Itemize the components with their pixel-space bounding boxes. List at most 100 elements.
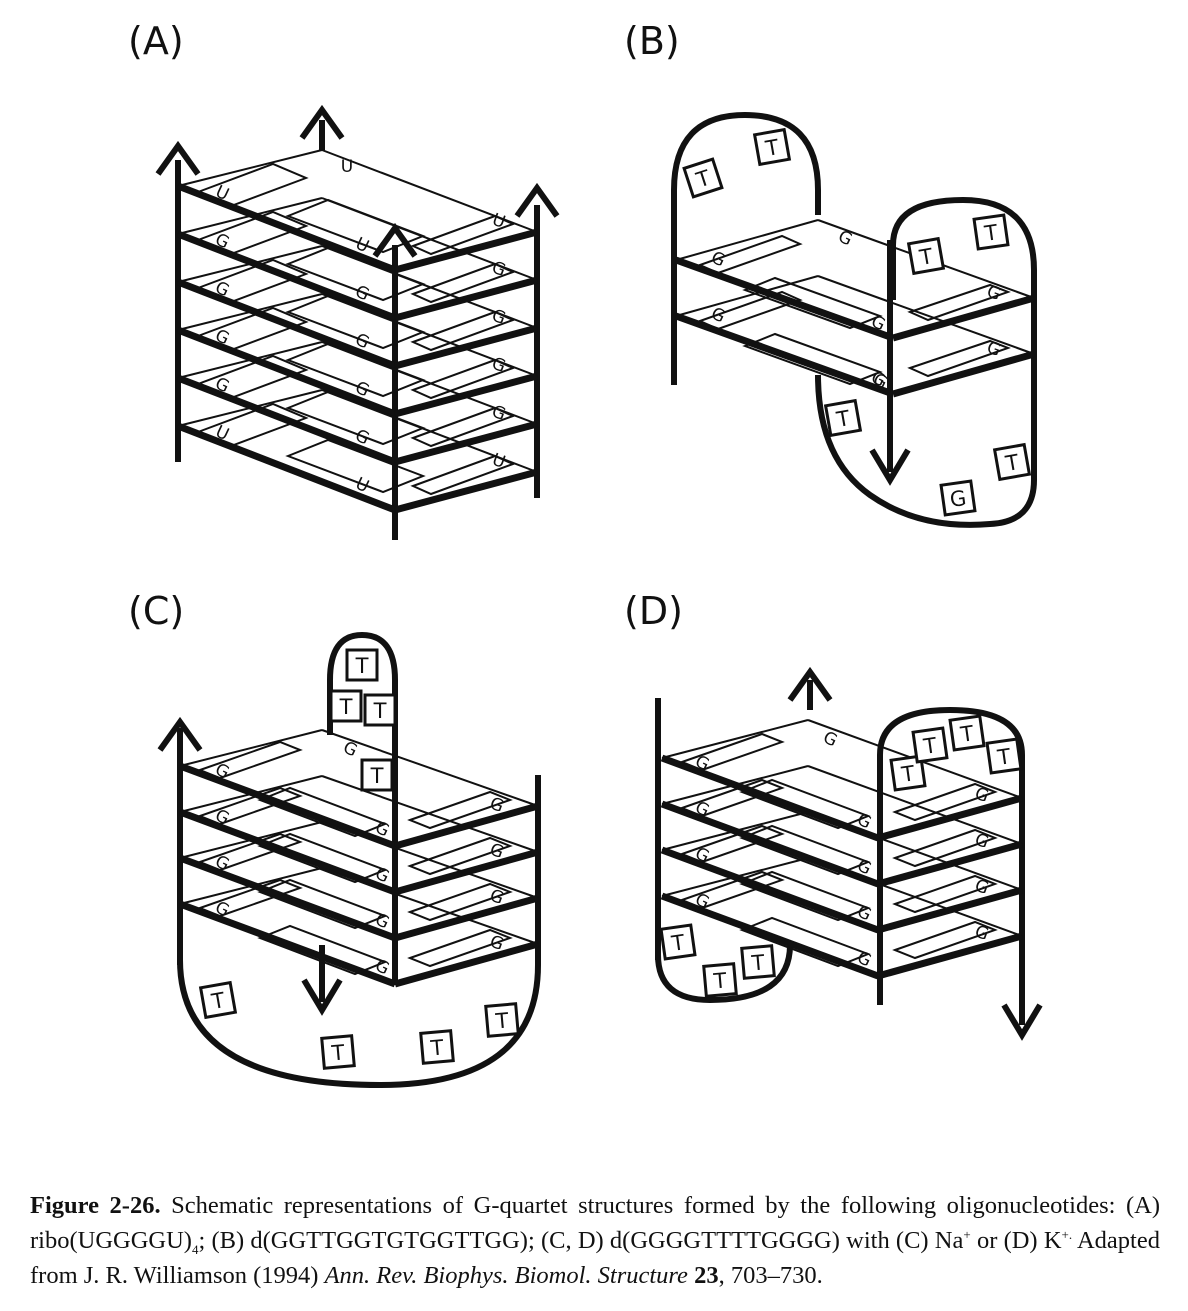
base-box: T (320, 1034, 356, 1070)
base-plate (195, 402, 309, 448)
base-box-letter: T (355, 654, 369, 678)
base-plate (410, 214, 516, 256)
base-plate (410, 454, 516, 496)
layer-front-left-edge (660, 892, 880, 980)
base-plate (679, 732, 785, 772)
base-box-frame (329, 689, 363, 723)
base-box-frame (992, 442, 1032, 482)
layer-back-edge (807, 811, 1023, 891)
base-box: T (948, 714, 986, 752)
base-box-letter: T (982, 220, 999, 246)
layer-back-edge (179, 867, 323, 905)
base-plate (257, 786, 388, 838)
layer-front-left-edge (176, 278, 397, 370)
base-plate (195, 162, 309, 208)
base-label: G (984, 282, 1003, 305)
journal-name: Ann. Rev. Biophys. Biomol. Structure (324, 1262, 688, 1289)
base-box-letter: T (958, 721, 975, 747)
caption-text-2: ; (B) d(GGTTGGTGTGGTTGG); (C, D) d(GGGGT… (198, 1227, 964, 1254)
base-plate (407, 790, 513, 830)
base-box-letter: T (834, 406, 852, 432)
layer-front-right-edge (892, 350, 1035, 398)
layer-front-right-edge (394, 372, 538, 418)
layer-back-edge (321, 775, 539, 853)
base-plate (197, 832, 303, 872)
base-box-letter: T (339, 695, 353, 719)
layer-back-edge (177, 149, 323, 187)
base-plate (697, 234, 803, 275)
arrow-up-icon (299, 104, 345, 140)
layer-back-edge (179, 775, 323, 813)
layer-back-edge (177, 293, 323, 331)
base-plate (195, 306, 309, 352)
base-box: T (992, 442, 1032, 482)
layer-back-edge (177, 245, 323, 283)
layer-front-left-edge (178, 854, 397, 942)
base-label: G (489, 306, 508, 329)
base-plate (257, 878, 388, 930)
layer-back-edge (661, 811, 809, 851)
quartet-layer-a: GGG (176, 197, 538, 322)
base-plate (285, 438, 426, 494)
base-plate (410, 262, 516, 304)
loop-top (327, 631, 398, 985)
figure-label: Figure 2-26. (30, 1192, 161, 1219)
loop-bottom (177, 959, 541, 1089)
caption-text-4: Adapted from J. R. Williamson (1994) (30, 1227, 1160, 1289)
layer-front-left-edge (176, 422, 397, 514)
base-label: G (487, 886, 506, 909)
base-box: T (752, 127, 792, 167)
base-box-frame (345, 648, 379, 682)
base-label: G (489, 354, 508, 377)
base-plate (410, 358, 516, 400)
base-box-letter: T (1003, 450, 1021, 476)
base-box: T (906, 236, 946, 276)
base-plate (697, 290, 803, 331)
base-box-frame (911, 726, 949, 764)
layer-back-edge (179, 821, 323, 859)
base-plate (892, 920, 998, 960)
base-plate (195, 354, 309, 400)
base-box: T (682, 157, 724, 199)
base-box-letter: T (209, 988, 227, 1014)
base-box-letter: T (995, 744, 1012, 770)
layer-front-left-edge (178, 762, 397, 850)
base-box: T (889, 754, 927, 792)
journal-volume: 23 (694, 1262, 719, 1289)
base-box: T (360, 758, 394, 792)
base-plate (195, 210, 309, 256)
base-label: U (341, 157, 353, 177)
base-box-letter: T (921, 733, 938, 759)
base-label: G (984, 338, 1003, 361)
base-box: T (911, 726, 949, 764)
loop-right-top (877, 706, 1025, 1025)
base-label: U (489, 450, 508, 473)
layer-back-edge (675, 219, 819, 261)
base-label: G (972, 830, 991, 853)
base-box-letter: T (330, 1040, 346, 1065)
base-box-frame (484, 1002, 520, 1038)
base-box: T (985, 737, 1023, 775)
arrow-down-icon (1001, 1003, 1043, 1041)
base-box: T (329, 689, 363, 723)
base-box-letter: T (899, 761, 916, 787)
base-box: T (702, 962, 738, 998)
base-box-frame (363, 693, 397, 727)
base-box-letter: T (373, 699, 387, 723)
layer-front-right-edge (892, 294, 1035, 342)
base-plate (679, 870, 785, 910)
base-plate (195, 258, 309, 304)
arrow-up-icon (157, 716, 203, 752)
base-label: G (972, 922, 991, 945)
layer-back-edge (661, 857, 809, 897)
base-box: T (972, 213, 1010, 251)
figure-caption: Figure 2-26. Schematic representations o… (30, 1188, 1160, 1293)
panel-label-a: (A) (128, 19, 184, 63)
base-plate (407, 882, 513, 922)
base-box-frame (939, 479, 977, 517)
base-plate (257, 924, 388, 976)
layer-front-left-edge (660, 846, 880, 934)
